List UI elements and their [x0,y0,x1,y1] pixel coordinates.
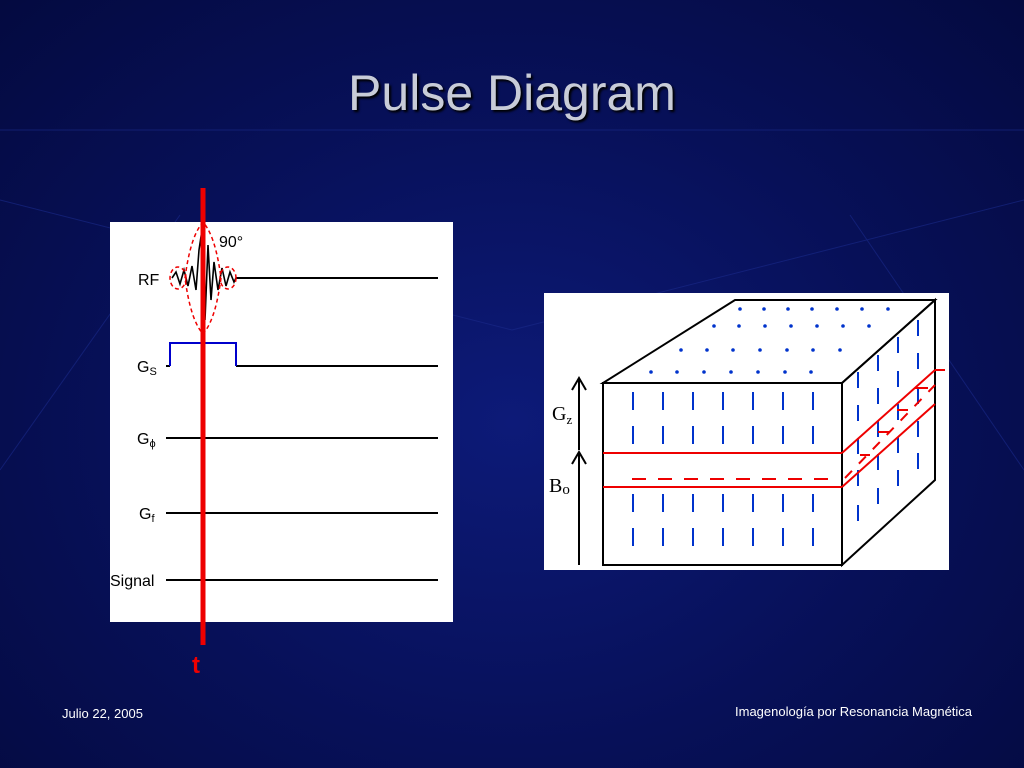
gs-label: GS [137,359,157,378]
rf-envelope [169,220,237,336]
gz-label: Gz [552,403,572,427]
time-marker-label: t [192,652,200,679]
rf-label: RF [138,272,160,289]
pulse-diagram-panel [110,222,453,622]
b0-label: Bo [549,475,570,498]
cube-outline [599,297,938,568]
top-face-dots [649,307,890,374]
side-face-field-marks [857,320,919,521]
axis-arrows [571,376,587,565]
footer-course-title: Imagenología por Resonancia Magnética [735,704,973,719]
slide-title: Pulse Diagram [348,65,676,121]
front-face-field-marks [632,392,814,546]
footer-date: Julio 22, 2005 [62,706,143,721]
gphi-label: Gϕ [137,431,156,450]
slice-lines [603,369,945,488]
signal-label: Signal [110,573,154,590]
flip-angle-label: 90° [219,234,243,251]
gf-label: Gf [139,506,155,525]
